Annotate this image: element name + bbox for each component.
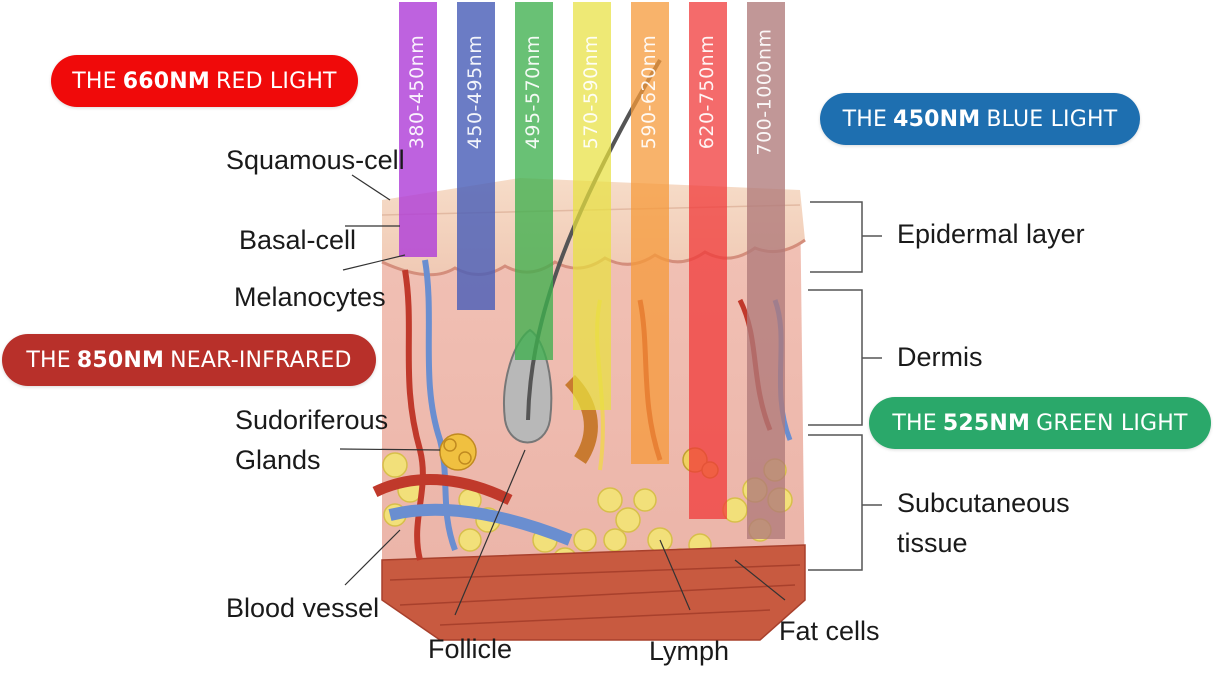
leader-lines xyxy=(339,174,786,616)
band-label-2: 450-495nm xyxy=(457,2,493,182)
band-label-text: 590-620nm xyxy=(638,34,660,150)
band-label-text: 495-570nm xyxy=(522,34,544,150)
band-570-590 xyxy=(573,2,611,410)
sweat-gland xyxy=(439,433,477,471)
label-subcutaneous: Subcutaneous xyxy=(897,488,1070,518)
label-melanocytes: Melanocytes xyxy=(234,282,386,312)
pill-prefix: THE xyxy=(892,410,937,436)
label-epidermal-layer: Epidermal layer xyxy=(897,219,1085,249)
pill-wavelength: 660NM xyxy=(122,68,210,94)
pill-wavelength: 850NM xyxy=(76,347,165,373)
label-lymph: Lymph xyxy=(649,636,730,666)
label-tissue: tissue xyxy=(897,528,968,558)
layer-brackets xyxy=(808,201,882,571)
band-label-4: 570-590nm xyxy=(573,2,609,182)
band-380-450 xyxy=(399,2,437,257)
label-blood-vessel: Blood vessel xyxy=(226,593,380,623)
hair-shaft xyxy=(526,58,662,421)
band-label-text: 450-495nm xyxy=(464,34,486,150)
label-fat-cells: Fat cells xyxy=(779,616,880,646)
label-basal-cell: Basal-cell xyxy=(239,225,357,255)
pill-prefix: THE xyxy=(72,68,117,94)
band-495-570 xyxy=(515,2,553,360)
label-dermis: Dermis xyxy=(897,342,983,372)
pill-suffix: BLUE LIGHT xyxy=(986,106,1118,132)
band-label-text: 620-750nm xyxy=(696,34,718,150)
band-620-750 xyxy=(689,2,727,519)
label-follicle: Follicle xyxy=(428,634,513,664)
pill-prefix: THE xyxy=(842,106,888,132)
label-glands: Glands xyxy=(235,445,321,475)
label-sudoriferous: Sudoriferous xyxy=(235,405,389,435)
pill-suffix: RED LIGHT xyxy=(216,68,337,94)
pill-prefix: THE xyxy=(26,347,71,373)
band-450-495 xyxy=(457,2,495,310)
artery-left xyxy=(402,269,426,561)
band-label-6: 620-750nm xyxy=(689,2,725,182)
pill-wavelength: 450NM xyxy=(893,106,981,132)
light-bands xyxy=(399,2,785,539)
band-700-1000 xyxy=(747,2,785,539)
vein-horizontal xyxy=(388,503,573,546)
band-label-3: 495-570nm xyxy=(515,2,551,182)
band-label-text: 380-450nm xyxy=(406,34,428,150)
band-590-620 xyxy=(631,2,669,464)
band-label-5: 590-620nm xyxy=(631,2,667,182)
band-label-text: 700-1000nm xyxy=(754,28,776,156)
label-squamous-cell: Squamous-cell xyxy=(226,145,405,175)
artery-horizontal xyxy=(372,474,513,505)
band-label-text: 570-590nm xyxy=(580,34,602,150)
band-label-7: 700-1000nm xyxy=(747,2,783,182)
muscle-layer xyxy=(381,544,806,641)
pill-wavelength: 525NM xyxy=(942,410,1031,436)
pill-suffix: GREEN LIGHT xyxy=(1036,410,1188,436)
pill-suffix: NEAR-INFRARED xyxy=(170,347,352,373)
